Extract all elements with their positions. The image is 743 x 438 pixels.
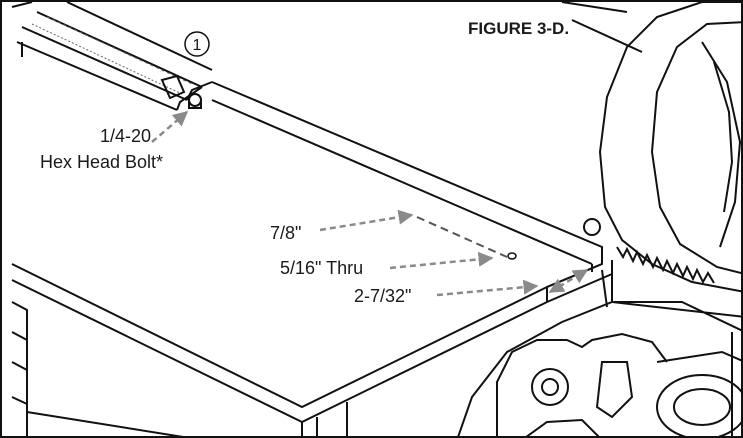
leader-5-16 — [389, 251, 494, 270]
callout-1: 1 — [184, 31, 210, 57]
board — [11, 42, 613, 436]
figure-title: FIGURE 3-D. — [468, 19, 569, 38]
fence-rail — [11, 2, 213, 111]
dim-7-8-label: 7/8" — [270, 223, 301, 243]
saw-base — [457, 301, 741, 436]
drill-marking — [416, 216, 517, 260]
dim-5-16-label: 5/16" Thru — [280, 258, 363, 278]
leader-7-8 — [319, 209, 414, 232]
callout-number: 1 — [193, 37, 202, 54]
leader-2-7-32 — [436, 279, 539, 297]
bolt-label-line2: Hex Head Bolt* — [40, 152, 163, 172]
dimension-leaders — [151, 111, 589, 297]
bolt-label-line1: 1/4-20 — [100, 126, 151, 146]
dim-2-7-32-label: 2-7/32" — [354, 286, 411, 306]
dim-2-7-32-span — [548, 268, 589, 294]
leader-bolt — [151, 111, 189, 143]
